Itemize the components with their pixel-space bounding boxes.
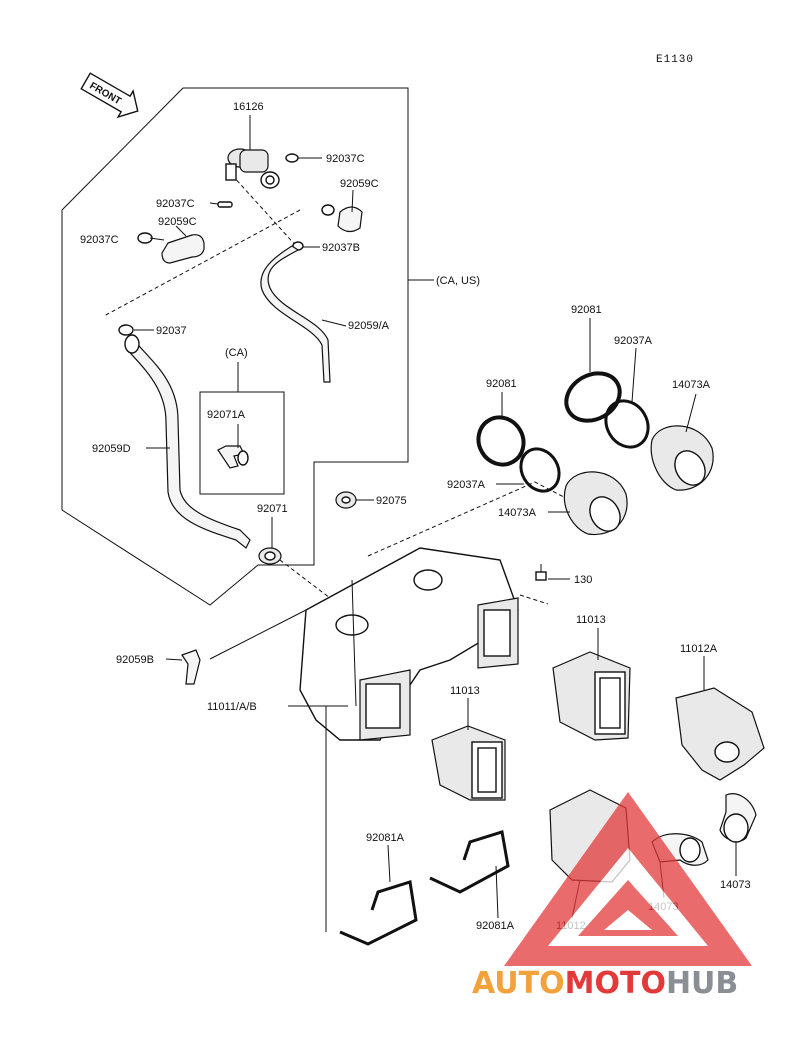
grommet-92071 bbox=[258, 547, 282, 565]
clamp-92037C bbox=[137, 232, 153, 244]
label-92059D: 92059D bbox=[92, 443, 131, 455]
clamp-92037A bbox=[519, 447, 561, 493]
bolt-130 bbox=[535, 564, 547, 581]
watermark-part-hub: HUB bbox=[666, 966, 738, 1001]
label-92059C: 92059C bbox=[158, 216, 197, 228]
label-92037C: 92037C bbox=[80, 234, 119, 246]
label-11013: 11013 bbox=[450, 685, 480, 697]
label-14073A: 14073A bbox=[498, 507, 537, 519]
label-130: 130 bbox=[574, 574, 592, 586]
guide-line bbox=[279, 559, 331, 599]
label-ca: (CA) bbox=[225, 347, 248, 359]
clamp bbox=[321, 204, 335, 216]
clamp-92037C bbox=[285, 153, 299, 163]
guide-line bbox=[519, 594, 549, 605]
clamp-92037A bbox=[604, 399, 650, 449]
label-11013: 11013 bbox=[576, 614, 606, 626]
boot-14073A bbox=[563, 471, 628, 536]
clamp-92037C bbox=[217, 201, 233, 208]
diagram-code: E1130 bbox=[656, 54, 694, 66]
label-92071: 92071 bbox=[257, 503, 288, 515]
label-92081: 92081 bbox=[571, 304, 602, 316]
label-92037B: 92037B bbox=[322, 242, 360, 254]
label-92071A: 92071A bbox=[207, 409, 246, 421]
hose-92059D bbox=[125, 339, 251, 549]
elbow-92059B bbox=[181, 649, 201, 685]
front-arrow-icon: FRONT bbox=[80, 72, 139, 119]
cover-11012A bbox=[675, 687, 765, 781]
label-92059A: 92059/A bbox=[348, 320, 390, 332]
valve-16126 bbox=[225, 148, 280, 189]
label-92059C: 92059C bbox=[340, 178, 379, 190]
label-11011: 11011/A/B bbox=[207, 701, 257, 713]
label-92081A: 92081A bbox=[366, 832, 405, 844]
clip-92081A bbox=[339, 880, 418, 946]
grommet-92075 bbox=[335, 491, 357, 509]
label-92081: 92081 bbox=[486, 378, 517, 390]
filter-11013 bbox=[552, 651, 631, 741]
watermark-part-auto: AUTO bbox=[472, 966, 565, 1001]
watermark-triangle-icon bbox=[504, 792, 752, 966]
guide-line bbox=[103, 209, 301, 317]
guide-line bbox=[231, 174, 299, 249]
label-14073A: 14073A bbox=[672, 379, 711, 391]
airbox-11011 bbox=[299, 547, 519, 741]
hose-92059A bbox=[260, 245, 331, 383]
label-92037A: 92037A bbox=[447, 479, 486, 491]
label-ca-us: (CA, US) bbox=[436, 275, 480, 287]
oring-92081 bbox=[476, 415, 526, 467]
guide-line bbox=[367, 481, 609, 557]
elbow-92071A bbox=[217, 445, 249, 469]
label-92037: 92037 bbox=[156, 325, 187, 337]
label-16126: 16126 bbox=[233, 101, 264, 113]
hose-92059C bbox=[337, 206, 363, 233]
watermark-part-moto: MOTO bbox=[565, 966, 666, 1001]
label-92037C: 92037C bbox=[156, 198, 195, 210]
filter-11013 bbox=[431, 725, 506, 801]
label-11012A: 11012A bbox=[680, 643, 718, 655]
boot-14073A bbox=[650, 425, 714, 491]
label-92075: 92075 bbox=[376, 495, 407, 507]
clip-92081A bbox=[429, 830, 510, 894]
label-92059B: 92059B bbox=[116, 654, 154, 666]
label-92081A: 92081A bbox=[476, 920, 515, 932]
watermark-text: AUTOMOTOHUB bbox=[472, 966, 738, 1001]
ca-box bbox=[199, 391, 285, 495]
hose-92059C bbox=[161, 234, 205, 264]
label-92037C: 92037C bbox=[326, 153, 365, 165]
clamp-92037 bbox=[118, 324, 134, 336]
label-14073: 14073 bbox=[720, 879, 751, 891]
label-92037A: 92037A bbox=[614, 335, 653, 347]
watermark: AUTOMOTOHUB bbox=[472, 792, 752, 1001]
oring-92081 bbox=[564, 371, 622, 423]
leader-lines bbox=[134, 115, 737, 932]
